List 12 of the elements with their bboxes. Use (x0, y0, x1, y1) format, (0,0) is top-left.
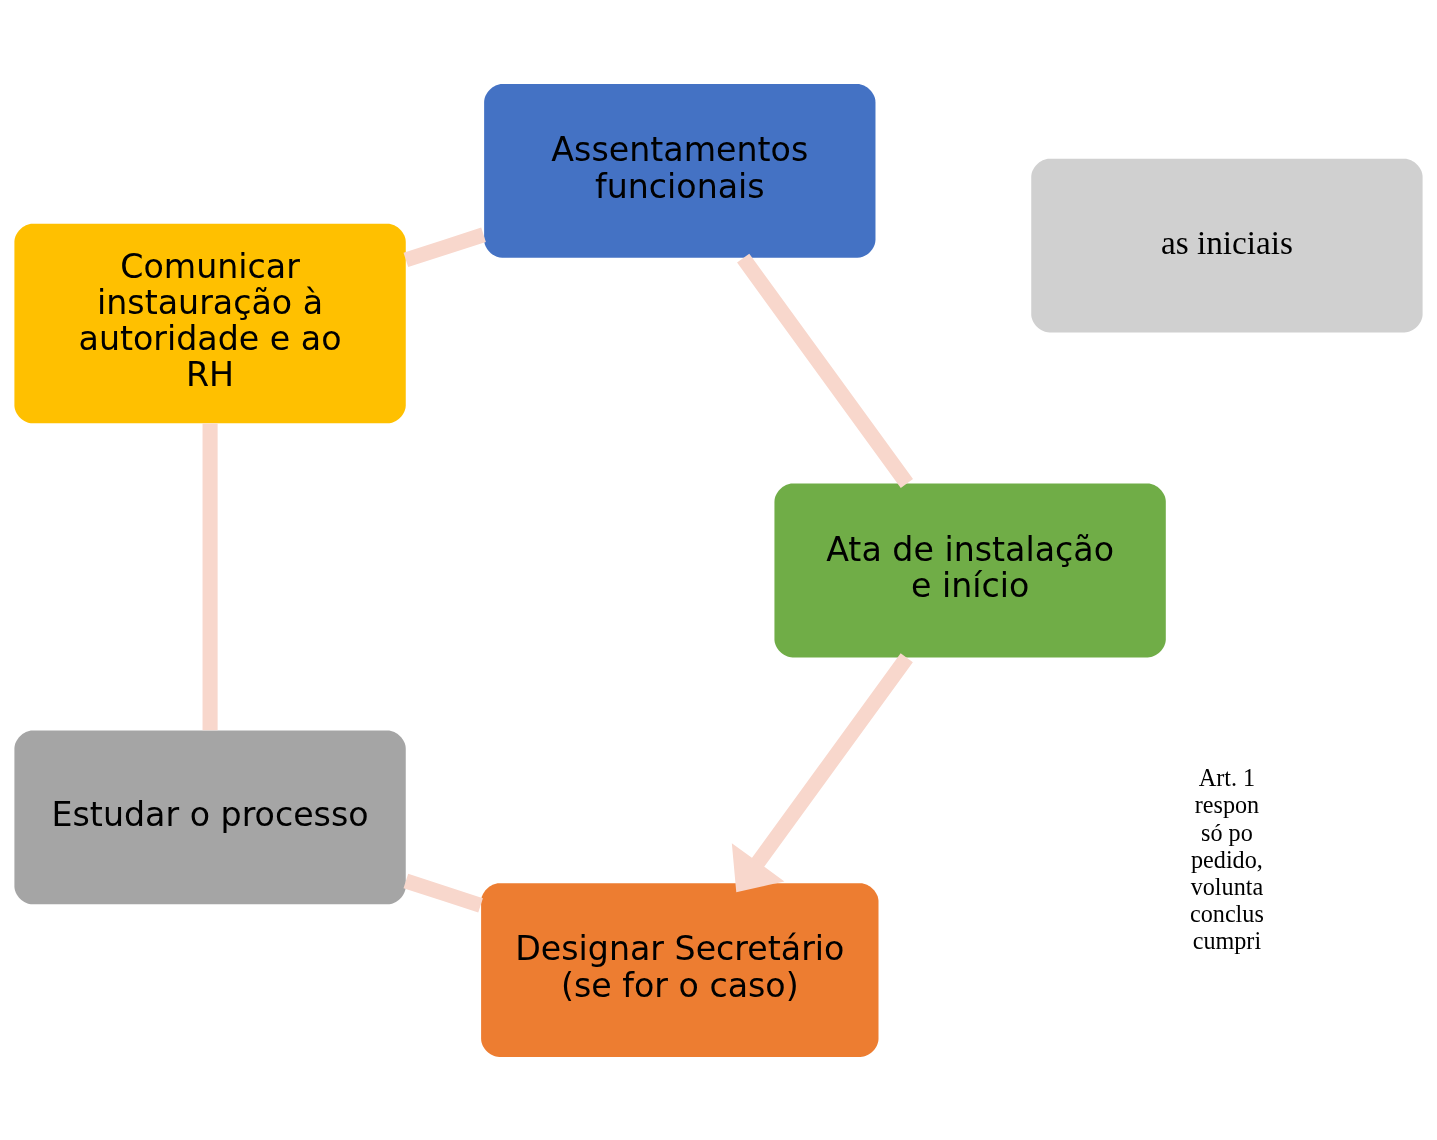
node-box: Assentamentos funcionais (484, 83, 876, 258)
node-box: Ata de instalação e início (774, 483, 1166, 657)
node-box: Estudar o processo (14, 730, 406, 904)
node-box: as iniciais (1031, 158, 1423, 332)
connector (403, 227, 486, 267)
connector (737, 253, 913, 488)
connector (202, 422, 218, 730)
label: Art. 1 respon só po pedido, volunta conclus cumpri (1190, 763, 1264, 954)
node-box: Designar Secretário (se for o caso) (481, 882, 879, 1057)
node-box: Comunicar instauração à autoridade e ao RH (14, 223, 406, 423)
arrow (731, 652, 913, 892)
connector (403, 873, 483, 913)
